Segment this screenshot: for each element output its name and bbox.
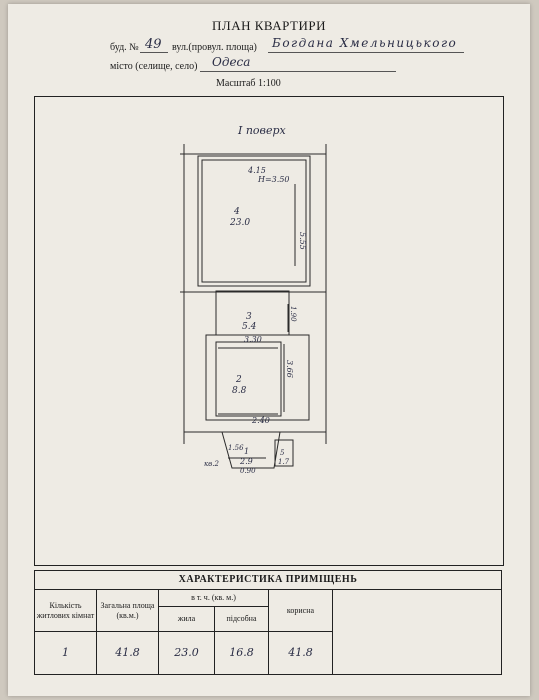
scale-label: Масштаб 1:100 (216, 78, 281, 89)
dim-190: 1.90 (289, 306, 297, 322)
street-label: вул.(провул. площа) (172, 42, 257, 53)
room-4-area: 23.0 (229, 218, 250, 228)
room-4-inner (201, 159, 307, 283)
table-empty-cell (332, 589, 502, 675)
building-number: 49 (145, 37, 162, 52)
room-2-area: 8.8 (232, 386, 247, 396)
value-auxiliary-area: 16.8 (214, 631, 269, 675)
header-auxiliary-area: підсобна (214, 606, 269, 632)
room-3-number: 3 (246, 312, 252, 322)
floor-plan-drawing: I поверх 4.15 H=3.50 4 23.0 5.55 1.90 3 … (180, 124, 327, 475)
header-useful-area: корисна (268, 589, 333, 632)
floor-label: I поверх (237, 124, 287, 137)
street-underline (268, 40, 464, 53)
room-5-outline (274, 439, 294, 467)
apartment-label: кв.2 (204, 460, 219, 468)
street-name: Богдана Хмельницького (272, 36, 458, 50)
dim-330: 3.30 (244, 335, 262, 344)
ceiling-height: H=3.50 (257, 175, 290, 184)
room-4-outline (197, 155, 311, 287)
room-2-number: 2 (235, 375, 242, 385)
value-living-area: 23.0 (158, 631, 215, 675)
document-sheet: ПЛАН КВАРТИРИ буд. № 49 вул.(провул. пло… (8, 4, 530, 696)
city-label: місто (селище, село) (110, 61, 198, 72)
room-2-inner (215, 341, 282, 417)
document-title: ПЛАН КВАРТИРИ (212, 18, 326, 33)
dim-240: 2.40 (251, 416, 270, 425)
room-3-area: 5.4 (242, 322, 257, 332)
value-total-area: 41.8 (96, 631, 159, 675)
dim-156: 1.56 (228, 444, 244, 452)
room-2-outline (205, 334, 310, 421)
dim-555: 5.55 (298, 232, 307, 250)
room-1-number: 1 (244, 447, 249, 456)
room-1-area: 2.9 (239, 457, 253, 466)
value-rooms-count: 1 (34, 631, 97, 675)
header-living-rooms-count: Кількість житлових кімнат (34, 589, 97, 632)
header-total-area: Загальна площа (кв.м.) (96, 589, 159, 632)
dim-090: 0.90 (240, 467, 256, 475)
room-4-number: 4 (233, 207, 240, 217)
value-useful-area: 41.8 (268, 631, 333, 675)
room-5-area: 1.7 (278, 458, 290, 466)
room-5-number: 5 (280, 449, 285, 457)
table-title: ХАРАКТЕРИСТИКА ПРИМІЩЕНЬ (34, 570, 502, 590)
dim-415: 4.15 (247, 166, 266, 175)
building-label: буд. № (110, 42, 139, 53)
city-name: Одеса (212, 55, 251, 69)
building-underline (140, 40, 168, 53)
drawing-frame (34, 96, 504, 566)
rooms-characteristics-table: ХАРАКТЕРИСТИКА ПРИМІЩЕНЬ Кількість житло… (34, 570, 502, 675)
room-1-outline (221, 431, 281, 469)
dim-366: 3.66 (285, 360, 294, 378)
city-underline (200, 59, 396, 72)
header-living-area: жила (158, 606, 215, 632)
header-including: в т. ч. (кв. м.) (158, 589, 269, 607)
